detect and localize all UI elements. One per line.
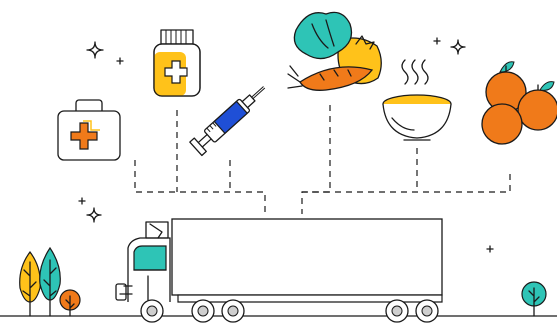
tree-icon [59,289,81,317]
tree-icon [39,246,61,317]
sparkle-icon [486,245,494,253]
wheel-icon [140,299,164,323]
sparkle-icon [86,207,102,223]
medicine-bottle-icon [153,29,201,97]
wheel-icon [385,299,409,323]
wheel-icon [415,299,439,323]
wheel-icon [221,299,245,323]
sparkle-icon [433,37,441,45]
syringe-icon [189,86,266,157]
refrigerated-truck-icon [115,218,443,323]
sparkle-icon [116,57,124,65]
tree-icon [19,250,41,317]
sparkle-icon [450,39,466,55]
vegetables-icon [287,11,382,91]
sparkle-icon [86,41,104,59]
soup-bowl-icon [382,59,452,141]
connector-lines [134,105,511,214]
wheel-icon [191,299,215,323]
tree-icon [521,281,547,317]
oranges-icon [481,61,557,145]
first-aid-kit-icon [57,99,121,161]
sparkle-icon [78,197,86,205]
